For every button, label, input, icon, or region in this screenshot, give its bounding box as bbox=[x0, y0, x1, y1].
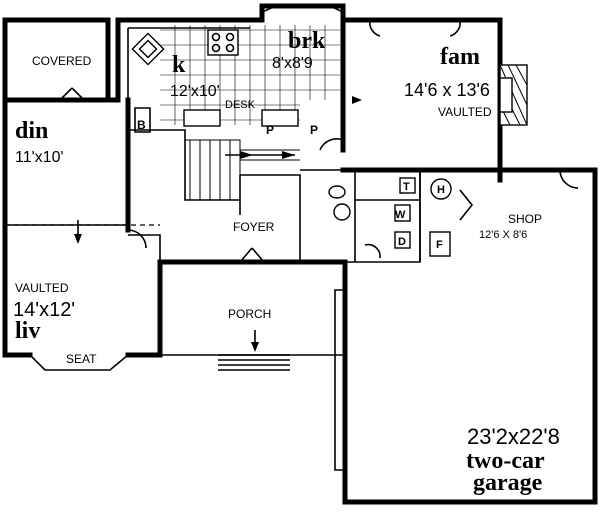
family-arrow-head bbox=[352, 96, 362, 104]
furnace bbox=[429, 231, 451, 257]
pantry-cabinets bbox=[261, 109, 299, 127]
bath-sink bbox=[333, 203, 351, 221]
south-wall bbox=[125, 259, 348, 358]
door-swing bbox=[449, 19, 462, 37]
family-name: fam bbox=[440, 44, 480, 70]
bay-seat bbox=[29, 354, 129, 371]
toilet bbox=[328, 185, 346, 199]
toilet-tank bbox=[399, 177, 416, 194]
stair-arrow-head bbox=[282, 151, 295, 159]
dining-north-wall bbox=[2, 17, 121, 103]
burner bbox=[225, 43, 235, 53]
door-swings bbox=[59, 19, 579, 263]
kitchen-tile-grid bbox=[160, 25, 340, 125]
burner bbox=[211, 32, 221, 42]
broom-label: B bbox=[137, 118, 146, 132]
desk bbox=[183, 109, 221, 127]
shop-west-wall bbox=[345, 170, 421, 263]
dryer bbox=[394, 231, 411, 249]
door-swing bbox=[59, 87, 85, 101]
door-swing bbox=[368, 19, 381, 37]
pantry-label-2: P bbox=[310, 123, 318, 137]
toilet-tank-label: T bbox=[403, 181, 410, 193]
garage-wall bbox=[342, 167, 598, 505]
family-note: VAULTED bbox=[438, 105, 492, 119]
foyer-label: FOYER bbox=[233, 220, 275, 234]
door-swing bbox=[364, 243, 381, 259]
living-note: VAULTED bbox=[15, 281, 69, 295]
west-wall bbox=[2, 97, 33, 358]
interior-walls bbox=[5, 107, 421, 263]
burner bbox=[225, 32, 235, 42]
living-name: liv bbox=[15, 318, 40, 344]
kitchen-appliances bbox=[127, 27, 299, 127]
door-swing bbox=[559, 169, 579, 189]
door-swing bbox=[127, 229, 147, 249]
shop-size: 12'6 X 8'6 bbox=[479, 229, 527, 241]
washer bbox=[394, 204, 411, 222]
dining-size: 11'x10' bbox=[15, 149, 64, 166]
garage-side-door bbox=[334, 289, 345, 471]
water-heater bbox=[430, 178, 452, 200]
burner bbox=[211, 43, 221, 53]
garage-name-1: two-car bbox=[466, 448, 545, 474]
garage-size: 23'2x22'8 bbox=[467, 424, 560, 449]
closet-wall bbox=[240, 174, 301, 260]
covered-label: COVERED bbox=[32, 54, 92, 68]
pantry-label-1: P bbox=[266, 123, 274, 137]
furnace-label: F bbox=[436, 239, 443, 251]
desk-label: DESK bbox=[225, 99, 256, 111]
washer-label: W bbox=[395, 209, 406, 221]
kitchen-size: 12'x10' bbox=[170, 83, 220, 100]
water-heater-label: H bbox=[437, 184, 445, 196]
living-size: 14'x12' bbox=[13, 299, 75, 321]
foyer-door bbox=[239, 247, 265, 263]
porch-steps bbox=[218, 354, 290, 371]
stair-arrow-head bbox=[240, 151, 253, 159]
breakfast-name: brk bbox=[288, 28, 326, 54]
stair-wall bbox=[128, 129, 240, 201]
shop-door bbox=[459, 189, 474, 221]
dryer-label: D bbox=[398, 236, 406, 248]
fireplace-box bbox=[499, 77, 513, 113]
living-east-wall bbox=[128, 234, 161, 262]
garage-name-2: garage bbox=[473, 470, 543, 496]
stairs bbox=[185, 139, 300, 200]
porch-label: PORCH bbox=[228, 307, 271, 321]
breakfast-bay bbox=[261, 5, 344, 20]
broom-closet bbox=[134, 107, 151, 133]
breakfast-size: 8'x8'9 bbox=[272, 55, 313, 72]
seat-label: SEAT bbox=[66, 352, 97, 366]
family-size: 14'6 x 13'6 bbox=[404, 80, 490, 100]
shop-label: SHOP bbox=[508, 212, 542, 226]
living-arrow-head bbox=[74, 234, 82, 244]
sink-basin bbox=[138, 39, 158, 59]
porch-arrow-head bbox=[251, 342, 259, 352]
cooktop bbox=[207, 29, 239, 56]
dining-name: din bbox=[15, 118, 48, 144]
door-swing bbox=[319, 138, 344, 151]
kitchen-name: k bbox=[172, 52, 186, 78]
fireplace bbox=[499, 64, 528, 126]
